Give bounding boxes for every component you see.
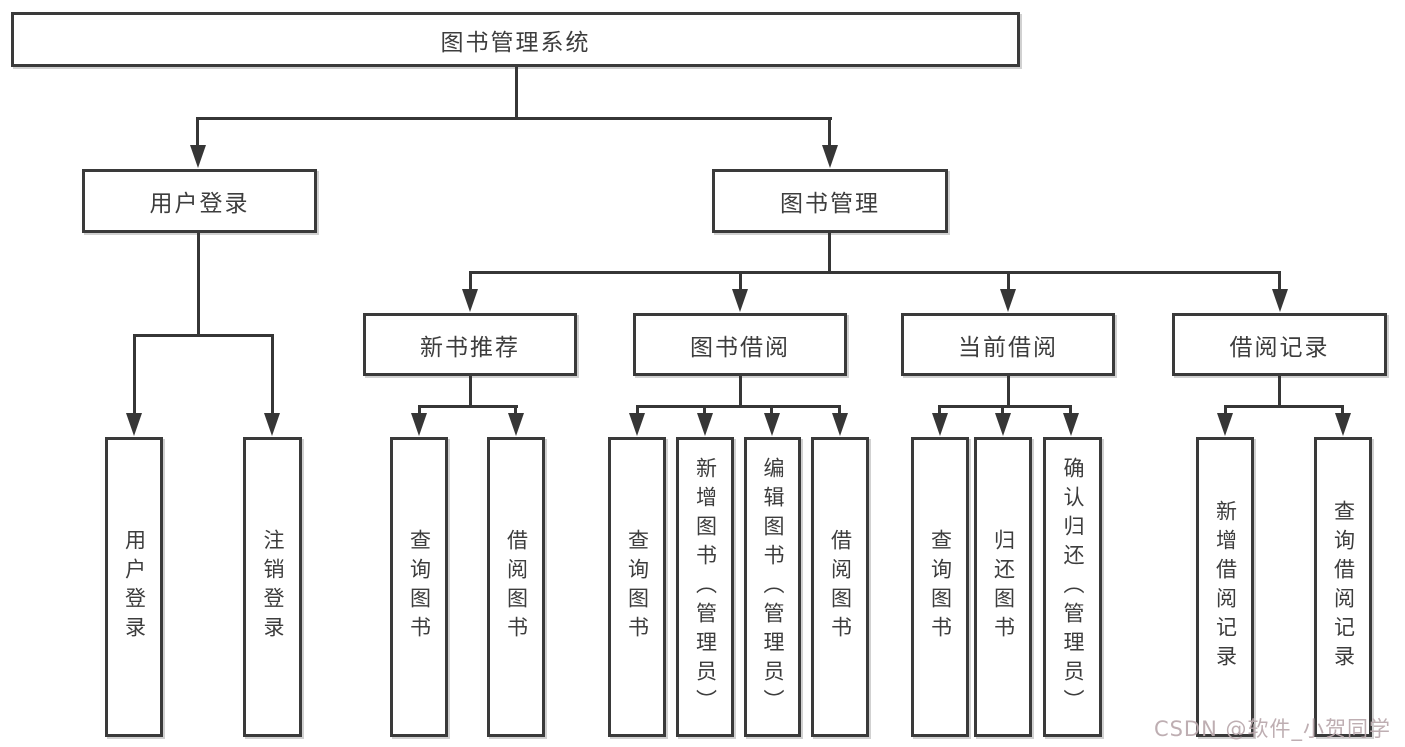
node-label: 当前借阅 <box>958 334 1058 361</box>
connector-leaf-drop <box>514 405 517 417</box>
leaf-logout: 注销登录 <box>243 437 302 737</box>
leaf-label: 查询借阅记录 <box>1331 500 1356 674</box>
arrowhead-leaf <box>764 413 780 436</box>
leaf-borrow-books-borrow: 借阅图书 <box>811 437 869 737</box>
connector-group1-stem <box>469 376 472 408</box>
node-label: 图书管理系统 <box>440 29 591 56</box>
connector-user-branch-rail <box>133 334 274 337</box>
arrowhead-group <box>1272 289 1288 312</box>
leaf-confirm-return-admin: 确认归还（管理员） <box>1043 437 1102 737</box>
node-label: 图书管理 <box>780 191 880 217</box>
arrowhead-leaf <box>264 413 280 436</box>
arrowhead-leaf <box>697 413 713 436</box>
leaf-label: 注销登录 <box>261 529 285 645</box>
connector-group2-rail <box>636 405 841 408</box>
connector-leaf-drop <box>1224 405 1227 417</box>
connector-leaf-drop <box>770 405 773 417</box>
leaf-borrow-books-recommend: 借阅图书 <box>487 437 545 737</box>
connector-level3-rail <box>469 271 1281 274</box>
node-label: 新书推荐 <box>420 334 520 361</box>
arrowhead-book-mgmt <box>822 145 838 168</box>
arrowhead-group <box>732 289 748 312</box>
connector-leaf-drop <box>271 334 274 415</box>
connector-book-branch-stem <box>828 233 831 274</box>
leaf-query-borrow-record: 查询借阅记录 <box>1314 437 1372 737</box>
node-book-management: 图书管理 <box>712 169 948 233</box>
arrowhead-user-login <box>190 145 206 168</box>
connector-leaf-drop <box>636 405 639 417</box>
connector-leaf-drop <box>703 405 706 417</box>
leaf-label: 新增图书（管理员） <box>693 456 718 718</box>
leaf-label: 查询图书 <box>625 529 650 645</box>
leaf-label: 编辑图书（管理员） <box>761 456 785 718</box>
node-borrow-records: 借阅记录 <box>1172 313 1387 376</box>
connector-leaf-drop <box>938 405 941 417</box>
connector-group3-stem <box>1007 376 1010 408</box>
connector-group1-rail <box>418 405 518 408</box>
leaf-label: 归还图书 <box>991 529 1016 645</box>
arrowhead-leaf <box>1217 413 1233 436</box>
connector-book-mgmt-drop <box>828 117 831 147</box>
node-book-borrow: 图书借阅 <box>633 313 847 376</box>
connector-leaf-drop <box>1001 405 1004 417</box>
arrowhead-leaf <box>411 413 427 436</box>
leaf-add-book-admin: 新增图书（管理员） <box>676 437 734 737</box>
leaf-label: 确认归还（管理员） <box>1061 456 1085 718</box>
node-new-book-recommend: 新书推荐 <box>363 313 577 376</box>
leaf-edit-book-admin: 编辑图书（管理员） <box>744 437 801 737</box>
connector-group4-rail <box>1224 405 1344 408</box>
connector-root-stem <box>515 67 518 118</box>
arrowhead-leaf <box>995 413 1011 436</box>
connector-group-drop <box>469 271 472 291</box>
connector-group2-stem <box>739 376 742 408</box>
arrowhead-leaf <box>1335 413 1351 436</box>
node-user-login: 用户登录 <box>82 169 317 233</box>
connector-group-drop <box>1007 271 1010 291</box>
node-label: 图书借阅 <box>690 334 790 361</box>
arrowhead-leaf <box>126 413 142 436</box>
connector-leaf-drop <box>1069 405 1072 417</box>
arrowhead-leaf <box>508 413 524 436</box>
node-current-borrow: 当前借阅 <box>901 313 1115 376</box>
connector-user-branch-stem <box>197 233 200 336</box>
leaf-return-book: 归还图书 <box>974 437 1032 737</box>
connector-group3-rail <box>938 405 1072 408</box>
node-label: 用户登录 <box>149 191 250 217</box>
arrowhead-leaf <box>1063 413 1079 436</box>
connector-user-login-drop <box>196 117 199 147</box>
connector-leaf-drop <box>1341 405 1344 417</box>
leaf-label: 查询图书 <box>928 529 953 645</box>
connector-leaf-drop <box>133 334 136 415</box>
arrowhead-group <box>1000 289 1016 312</box>
connector-leaf-drop <box>418 405 421 417</box>
leaf-query-books-recommend: 查询图书 <box>390 437 448 737</box>
leaf-label: 查询图书 <box>407 529 432 645</box>
connector-group-drop <box>1278 271 1281 291</box>
leaf-query-books-borrow: 查询图书 <box>608 437 666 737</box>
leaf-label: 新增借阅记录 <box>1213 500 1238 674</box>
connector-leaf-drop <box>838 405 841 417</box>
leaf-query-books-current: 查询图书 <box>911 437 969 737</box>
connector-level2-rail <box>196 117 832 120</box>
arrowhead-leaf <box>832 413 848 436</box>
arrowhead-group <box>462 289 478 312</box>
leaf-label: 用户登录 <box>122 529 147 645</box>
csdn-watermark: CSDN @软件_小贺同学 <box>1153 717 1391 741</box>
node-library-management-system: 图书管理系统 <box>11 12 1020 67</box>
leaf-label: 借阅图书 <box>828 529 853 645</box>
leaf-add-borrow-record: 新增借阅记录 <box>1196 437 1254 737</box>
connector-group4-stem <box>1278 376 1281 408</box>
node-label: 借阅记录 <box>1229 334 1330 361</box>
arrowhead-leaf <box>629 413 645 436</box>
leaf-user-login: 用户登录 <box>105 437 163 737</box>
arrowhead-leaf <box>932 413 948 436</box>
connector-group-drop <box>739 271 742 291</box>
leaf-label: 借阅图书 <box>504 529 529 645</box>
